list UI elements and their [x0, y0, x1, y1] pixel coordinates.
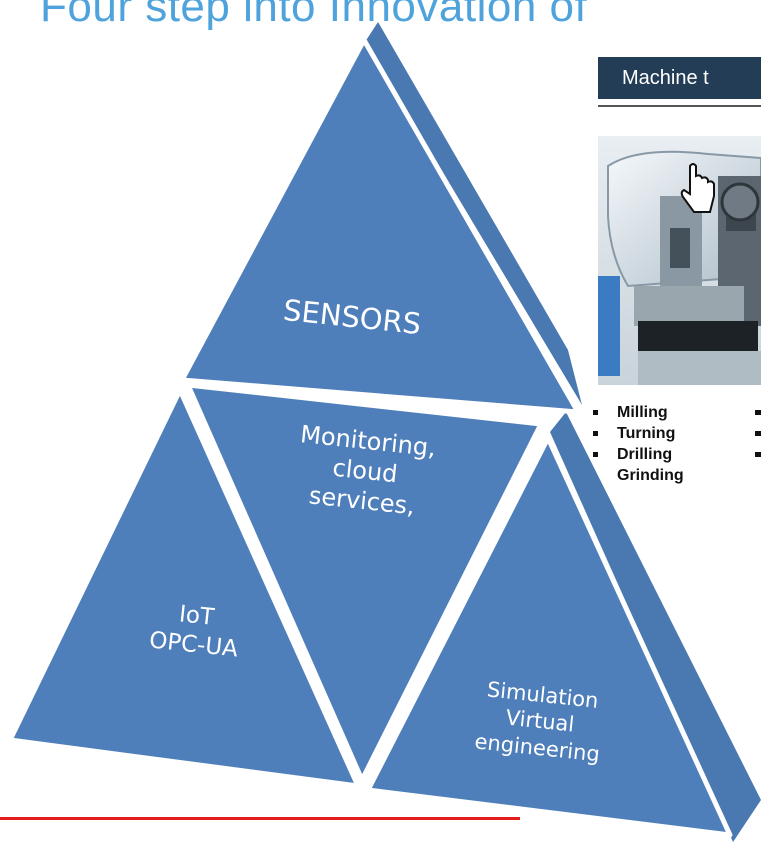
operation-label: Turning — [617, 425, 676, 442]
panel-divider — [598, 105, 761, 107]
panel-header-label: Machine t — [622, 67, 709, 89]
bullet-marker — [755, 452, 761, 457]
operation-label: Milling — [617, 404, 668, 421]
bullet-marker — [755, 431, 761, 436]
machine-tool-image — [598, 136, 761, 385]
pyramid-top-face — [179, 37, 581, 415]
operation-label: Grinding — [617, 467, 684, 484]
list-item: Grinding — [589, 465, 684, 486]
panel-header: Machine t — [598, 57, 761, 99]
pyramid-side-top — [365, 22, 582, 405]
pyramid-left-face — [7, 387, 361, 789]
operations-list: Milling Turning Drilling Grinding — [589, 402, 684, 486]
pyramid-right-face — [365, 435, 733, 838]
pyramid-side-bottom — [550, 412, 761, 842]
slide-title: Four step into Innovation of — [40, 0, 588, 31]
accent-line — [0, 817, 520, 820]
operation-label: Drilling — [617, 446, 673, 463]
list-item: Milling — [589, 402, 684, 423]
list-item: Turning — [589, 423, 684, 444]
list-item: Drilling — [589, 444, 684, 465]
second-column-bullets — [755, 402, 761, 473]
bullet-marker — [755, 410, 761, 415]
hand-cursor-icon — [680, 163, 715, 213]
pyramid-middle-face — [185, 382, 544, 783]
